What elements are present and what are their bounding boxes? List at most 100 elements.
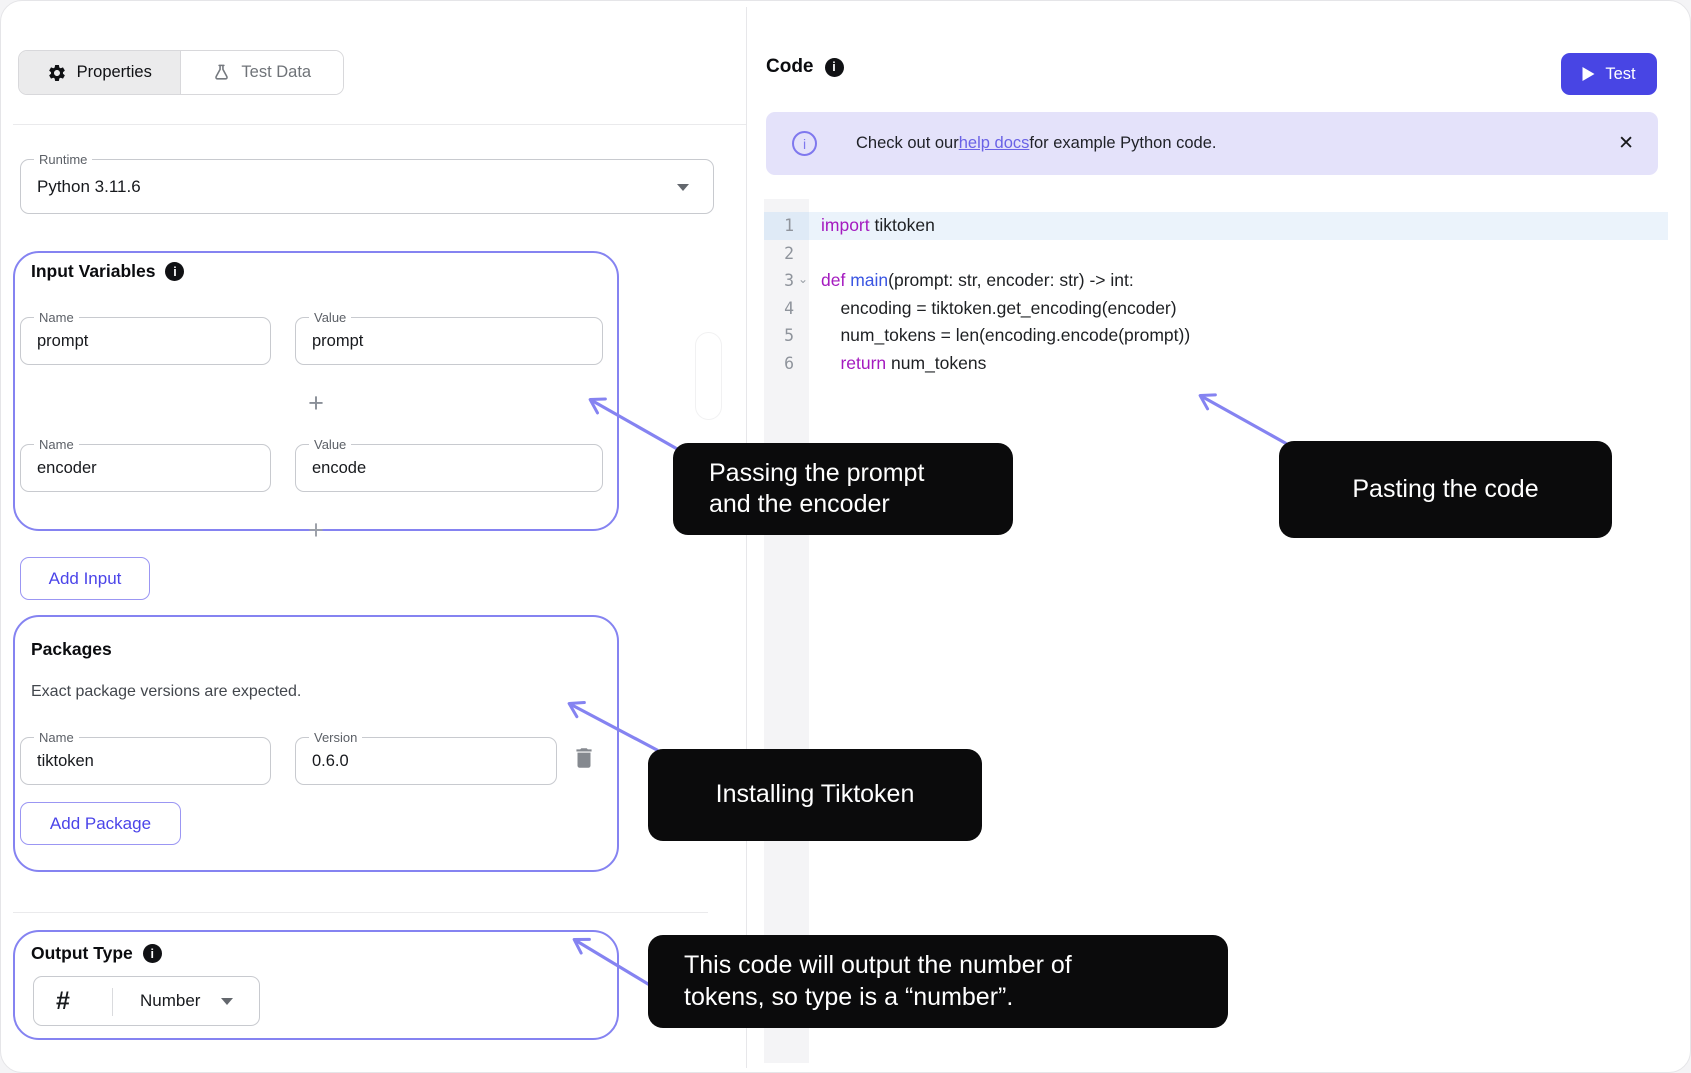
code-line[interactable]: return num_tokens: [809, 350, 1668, 378]
banner-text: Check out our help docs for example Pyth…: [856, 112, 1216, 175]
code-line[interactable]: encoding = tiktoken.get_encoding(encoder…: [809, 295, 1668, 323]
trash-icon: [576, 748, 592, 768]
code-line[interactable]: import tiktoken: [809, 212, 1668, 240]
input-value-field-1[interactable]: Value prompt: [295, 309, 603, 365]
editor-gutter: [764, 199, 809, 1063]
code-token: [821, 353, 840, 373]
code-token: main: [850, 270, 889, 290]
code-line[interactable]: def main(prompt: str, encoder: str) -> i…: [809, 267, 1668, 295]
code-token: return: [840, 352, 887, 373]
code-line[interactable]: [809, 240, 1668, 268]
tooltip-line: Pasting the code: [1352, 474, 1539, 503]
gear-icon: [48, 64, 65, 81]
code-token: import: [821, 215, 870, 235]
field-value: prompt: [37, 331, 89, 350]
help-banner: i Check out our help docs for example Py…: [766, 112, 1658, 175]
add-input-label: Add Input: [48, 568, 122, 588]
field-value: tiktoken: [37, 751, 94, 770]
info-icon[interactable]: i: [165, 262, 185, 281]
delete-package-button[interactable]: [571, 745, 597, 776]
runtime-select[interactable]: Runtime Python 3.11.6: [20, 151, 714, 214]
code-token: tiktoken: [869, 215, 935, 235]
close-icon[interactable]: ✕: [1618, 133, 1634, 154]
line-numbers: 1 2 3⌄ 4 5 6: [764, 212, 809, 377]
add-row-icon[interactable]: +: [308, 515, 324, 545]
number-symbol: #: [56, 986, 70, 1015]
info-icon[interactable]: i: [824, 57, 844, 77]
packages-note: Exact package versions are expected.: [31, 683, 302, 700]
code-title: Code: [766, 56, 814, 77]
input-name-field-1[interactable]: Name prompt: [20, 309, 271, 365]
field-value: 0.6.0: [312, 751, 349, 770]
help-docs-link[interactable]: help docs: [958, 134, 1030, 152]
input-name-field-2[interactable]: Name encoder: [20, 436, 271, 492]
package-name-field[interactable]: Name tiktoken: [20, 729, 271, 785]
info-icon[interactable]: i: [142, 944, 162, 963]
left-panel-divider: [13, 124, 746, 125]
select-divider: [112, 988, 113, 1016]
tab-properties[interactable]: Properties: [19, 51, 181, 94]
tab-test-data[interactable]: Test Data: [180, 51, 343, 94]
add-row-icon[interactable]: +: [308, 388, 324, 418]
play-icon: [1582, 67, 1595, 81]
banner-text-after: for example Python code.: [1029, 134, 1217, 152]
tooltip-pasting-code: Pasting the code: [1279, 441, 1612, 538]
tab-properties-label: Properties: [76, 63, 152, 81]
field-value: prompt: [312, 331, 364, 350]
packages-header: Packages: [31, 639, 112, 660]
tab-bar: Properties Test Data: [18, 50, 344, 95]
output-type-value: Number: [140, 991, 201, 1010]
info-circle-icon: i: [792, 131, 817, 156]
add-package-label: Add Package: [49, 813, 152, 833]
field-label: Name: [34, 309, 79, 326]
tooltip-line: Installing Tiktoken: [715, 780, 915, 809]
runtime-label: Runtime: [34, 151, 93, 168]
field-label: Name: [34, 729, 79, 746]
tooltip-line: This code will output the number of: [684, 951, 1072, 979]
package-version-field[interactable]: Version 0.6.0: [295, 729, 557, 785]
chevron-down-icon: [677, 183, 689, 191]
code-editor[interactable]: import tiktoken def main(prompt: str, enc…: [809, 212, 1668, 377]
arrow-to-code: [1198, 393, 1289, 446]
code-token: encoding = tiktoken.get_encoding(encoder…: [821, 297, 1177, 318]
line-number[interactable]: 3⌄: [764, 267, 809, 295]
line-number[interactable]: 6: [784, 353, 794, 373]
code-line[interactable]: num_tokens = len(encoding.encode(prompt)…: [809, 322, 1668, 350]
output-type-header: Output Type i: [31, 943, 162, 964]
line-number[interactable]: 1: [764, 212, 809, 240]
add-input-button[interactable]: Add Input: [20, 557, 150, 600]
test-button[interactable]: Test: [1561, 53, 1657, 95]
add-package-button[interactable]: Add Package: [20, 802, 181, 845]
fold-caret-icon[interactable]: ⌄: [797, 272, 808, 286]
code-header: Code i: [766, 53, 844, 81]
input-value-field-2[interactable]: Value encode: [295, 436, 603, 492]
section-divider: [13, 912, 708, 913]
input-variables-highlight-box: [13, 251, 619, 531]
line-number[interactable]: 2: [784, 243, 794, 263]
field-label: Name: [34, 436, 79, 453]
field-value: encode: [312, 458, 367, 477]
line-number[interactable]: 5: [784, 326, 794, 345]
code-token: def: [821, 270, 846, 290]
panel-divider[interactable]: [746, 7, 747, 1068]
tooltip-line: Passing the prompt: [709, 458, 925, 487]
tooltip-line: tokens, so type is a “number”.: [684, 982, 1014, 1011]
scrollbar-thumb[interactable]: [695, 332, 722, 420]
code-token: num_tokens = len(encoding.encode(prompt)…: [821, 325, 1191, 345]
tooltip-output-number: This code will output the number of token…: [648, 935, 1228, 1028]
test-button-label: Test: [1605, 64, 1636, 83]
field-label: Value: [309, 436, 352, 453]
line-number[interactable]: 4: [784, 298, 794, 318]
output-type-select[interactable]: # Number: [33, 976, 260, 1026]
code-token: (prompt: str, encoder: str) -> int:: [888, 270, 1134, 290]
tooltip-installing-tiktoken: Installing Tiktoken: [648, 749, 982, 841]
chevron-down-icon: [221, 998, 233, 1005]
packages-title: Packages: [31, 639, 112, 659]
field-value: encoder: [37, 458, 97, 477]
tab-test-data-label: Test Data: [241, 63, 312, 81]
field-label: Value: [309, 309, 352, 326]
input-variables-title: Input Variables: [31, 261, 156, 281]
input-variables-header: Input Variables i: [31, 261, 185, 282]
